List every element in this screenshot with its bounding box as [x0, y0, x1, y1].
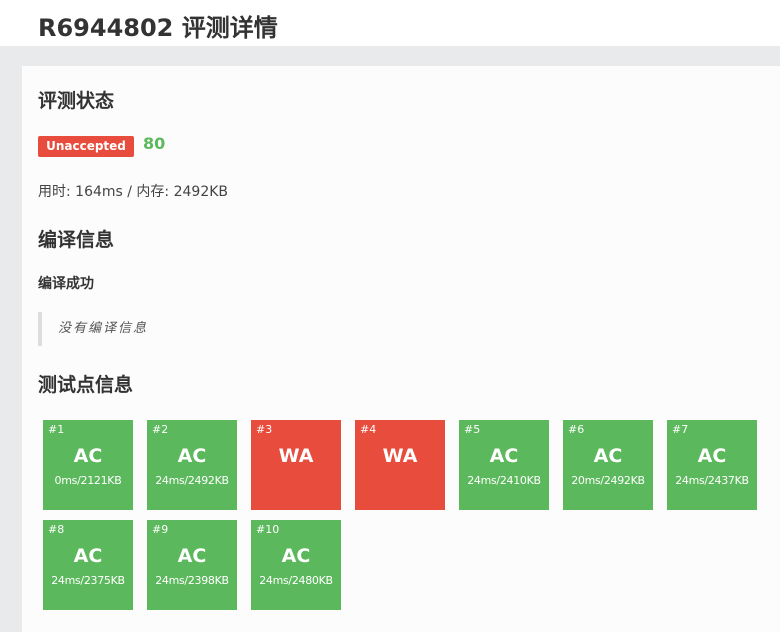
testcase-result: WA	[278, 445, 314, 467]
testcase-usage: 20ms/2492KB	[571, 474, 645, 487]
testcase-result: AC	[697, 445, 727, 467]
testcase-id: #1	[48, 423, 65, 436]
top-header-bar: R6944802 评测详情	[0, 0, 780, 46]
testcase-id: #10	[256, 523, 280, 536]
testcase-usage: 24ms/2437KB	[675, 474, 749, 487]
page-title: R6944802 评测详情	[38, 14, 278, 42]
testcase-result: AC	[73, 445, 103, 467]
testcase-id: #9	[152, 523, 169, 536]
testcase-usage: 24ms/2410KB	[467, 474, 541, 487]
testcase-id: #6	[568, 423, 585, 436]
testcase-result: AC	[177, 545, 207, 567]
compile-message: 没有编译信息	[38, 312, 338, 346]
testcase-id: #5	[464, 423, 481, 436]
testcase-usage: 24ms/2375KB	[51, 574, 125, 587]
status-heading: 评测状态	[38, 90, 115, 112]
testcase-id: #2	[152, 423, 169, 436]
score-value: 80	[143, 134, 166, 153]
time-memory-usage: 用时: 164ms / 内存: 2492KB	[38, 184, 229, 200]
compile-heading: 编译信息	[38, 229, 115, 251]
testcase-id: #3	[256, 423, 273, 436]
compile-status: 编译成功	[38, 276, 94, 292]
testcase-usage: 24ms/2480KB	[259, 574, 333, 587]
testcase-result: AC	[73, 545, 103, 567]
testcase-result: AC	[489, 445, 519, 467]
testcase-id: #8	[48, 523, 65, 536]
testcase-usage: 24ms/2492KB	[155, 474, 229, 487]
record-detail-card: 评测状态 Unaccepted 80 用时: 164ms / 内存: 2492K…	[22, 66, 780, 632]
testcase-heading: 测试点信息	[38, 374, 134, 396]
status-badge: Unaccepted	[38, 136, 134, 157]
testcase-result: WA	[382, 445, 418, 467]
testcase-result: AC	[593, 445, 623, 467]
testcase-result: AC	[281, 545, 311, 567]
testcase-id: #7	[672, 423, 689, 436]
testcase-result: AC	[177, 445, 207, 467]
testcase-usage: 24ms/2398KB	[155, 574, 229, 587]
testcase-usage: 0ms/2121KB	[54, 474, 122, 487]
testcase-id: #4	[360, 423, 377, 436]
